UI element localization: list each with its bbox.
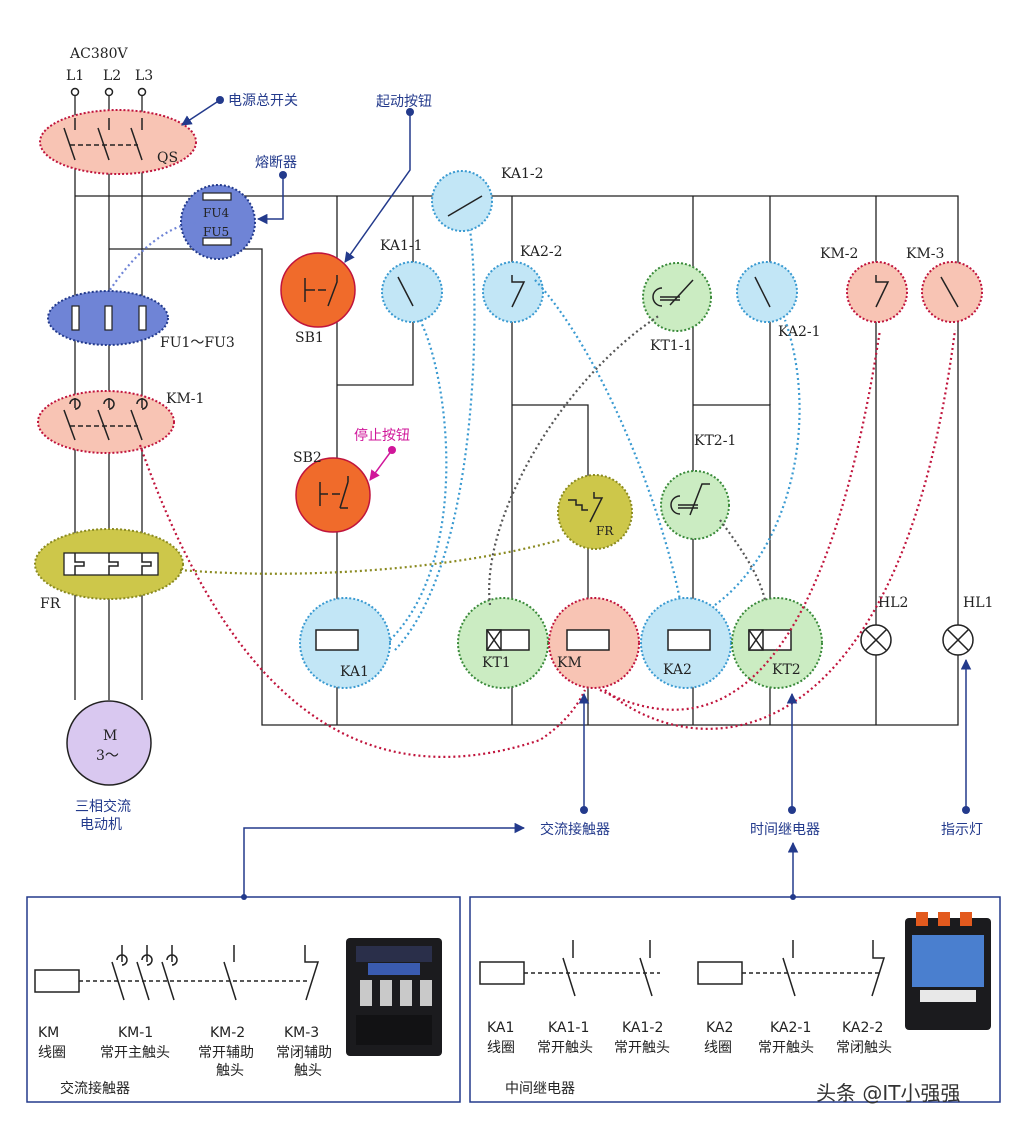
kt1-1-contact bbox=[642, 262, 712, 332]
callout-stop-button: 停止按钮 bbox=[354, 427, 410, 444]
phase-terminals bbox=[70, 87, 147, 97]
legend-ka1-1-code: KA1-1 bbox=[548, 1020, 589, 1036]
fu1-fu3-fuses bbox=[47, 290, 169, 346]
ka1-2-contact bbox=[431, 170, 493, 232]
ka2-1-label: KA2-1 bbox=[778, 324, 821, 340]
callout-indicator: 指示灯 bbox=[941, 822, 983, 838]
legend-km1-code: KM-1 bbox=[118, 1025, 153, 1041]
legend-ka1-2-code: KA1-2 bbox=[622, 1020, 663, 1036]
fr-main-label: FR bbox=[40, 596, 61, 612]
legend-km2-desc2: 触头 bbox=[216, 1063, 244, 1079]
kt2-1-contact bbox=[660, 470, 730, 540]
legend-ka1-code: KA1 bbox=[487, 1020, 514, 1036]
callout-main-switch: 电源总开关 bbox=[228, 93, 298, 109]
fu4-fu5-fuses bbox=[180, 184, 256, 260]
fu4-label: FU4 bbox=[203, 206, 229, 220]
qs-main-switch bbox=[39, 109, 197, 175]
callout-contactor: 交流接触器 bbox=[540, 821, 610, 838]
motor-m-label: M bbox=[103, 728, 117, 744]
legend-km3-code: KM-3 bbox=[284, 1025, 319, 1041]
legend-ka2-code: KA2 bbox=[706, 1020, 733, 1036]
motor-name-line1: 三相交流 bbox=[75, 798, 131, 815]
callout-start-button: 起动按钮 bbox=[376, 94, 432, 110]
contactor-photo bbox=[346, 938, 442, 1056]
fr-contact-label: FR bbox=[596, 524, 614, 538]
kt1-coil-label: KT1 bbox=[482, 655, 511, 671]
legend-ka1-1-desc: 常开触头 bbox=[537, 1040, 593, 1056]
hl1-label: HL1 bbox=[963, 595, 993, 611]
legend-relay-symbols bbox=[479, 940, 886, 997]
km2-contact bbox=[846, 261, 908, 323]
ka1-coil-label: KA1 bbox=[340, 664, 369, 680]
legend-km3-desc2: 触头 bbox=[294, 1063, 322, 1079]
stop-button-arrow bbox=[369, 449, 393, 481]
sb1-label: SB1 bbox=[295, 330, 324, 346]
sb1-start-button bbox=[280, 252, 356, 328]
ka1-1-contact bbox=[381, 261, 443, 323]
hl2-lamp bbox=[860, 624, 892, 656]
legend-contactor-title: 交流接触器 bbox=[60, 1080, 130, 1097]
phase-l1: L1 bbox=[66, 68, 84, 84]
legend-ka2-2-desc: 常闭触头 bbox=[836, 1040, 892, 1056]
ka2-2-label: KA2-2 bbox=[520, 244, 563, 260]
legend-km3-desc1: 常闭辅助 bbox=[276, 1045, 332, 1061]
legend-ka2-2-code: KA2-2 bbox=[842, 1020, 883, 1036]
km-coil bbox=[548, 597, 640, 689]
ka1-1-label: KA1-1 bbox=[380, 238, 423, 254]
km-coil-label: KM bbox=[557, 655, 582, 671]
callout-time-relay: 时间继电器 bbox=[750, 822, 820, 838]
legend-contactor-box bbox=[26, 896, 461, 1103]
kt2-coil bbox=[731, 597, 823, 689]
callout-arrows bbox=[181, 99, 972, 897]
phase-l3: L3 bbox=[135, 68, 153, 84]
kt2-1-label: KT2-1 bbox=[694, 433, 736, 449]
fr-thermal-relay bbox=[34, 528, 184, 600]
legend-ka2-1-desc: 常开触头 bbox=[758, 1040, 814, 1056]
km1-label: KM-1 bbox=[166, 391, 204, 407]
fu5-label: FU5 bbox=[203, 225, 229, 239]
legend-km1-desc: 常开主触头 bbox=[100, 1045, 170, 1061]
ka2-coil-label: KA2 bbox=[663, 662, 692, 678]
legend-km2-code: KM-2 bbox=[210, 1025, 245, 1041]
sb2-label: SB2 bbox=[293, 450, 322, 466]
ka1-coil bbox=[299, 597, 391, 689]
hl1-lamp bbox=[942, 624, 974, 656]
kt1-1-label: KT1-1 bbox=[650, 338, 692, 354]
ka2-1-contact bbox=[736, 261, 798, 323]
km3-contact bbox=[921, 261, 983, 323]
legend-relay-title: 中间继电器 bbox=[505, 1081, 575, 1097]
sb2-stop-button bbox=[295, 457, 371, 533]
legend-contactor-symbols bbox=[34, 945, 320, 1001]
kt2-coil-label: KT2 bbox=[772, 662, 801, 678]
legend-relay-box bbox=[469, 896, 1001, 1103]
legend-ka1-desc: 线圈 bbox=[487, 1040, 515, 1056]
legend-km-desc: 线圈 bbox=[38, 1045, 66, 1061]
ka2-2-contact bbox=[482, 261, 544, 323]
fr-contact bbox=[557, 474, 633, 550]
association-curves bbox=[109, 222, 957, 758]
supply-voltage: AC380V bbox=[69, 46, 129, 62]
legend-ka2-1-code: KA2-1 bbox=[770, 1020, 811, 1036]
ka1-2-label: KA1-2 bbox=[501, 166, 544, 182]
motor-name-line2: 电动机 bbox=[80, 817, 122, 833]
motor-phase-label: 3～ bbox=[96, 748, 119, 764]
legend-km-code: KM bbox=[38, 1025, 59, 1041]
qs-label: QS bbox=[157, 150, 178, 166]
legend-ka2-desc: 线圈 bbox=[704, 1040, 732, 1056]
phase-l2: L2 bbox=[103, 68, 121, 84]
legend-ka1-2-desc: 常开触头 bbox=[614, 1040, 670, 1056]
fu1-fu3-label: FU1～FU3 bbox=[160, 335, 235, 351]
hl2-label: HL2 bbox=[878, 595, 908, 611]
motor bbox=[66, 700, 152, 786]
legend-km2-desc1: 常开辅助 bbox=[198, 1045, 254, 1061]
watermark: 头条 @IT小强强 bbox=[816, 1081, 960, 1105]
relay-photo bbox=[905, 912, 991, 1030]
callout-fuse: 熔断器 bbox=[255, 155, 297, 171]
kt1-coil bbox=[457, 597, 549, 689]
km2-label: KM-2 bbox=[820, 246, 858, 262]
stop-dot bbox=[388, 446, 396, 454]
km3-label: KM-3 bbox=[906, 246, 944, 262]
km1-main-contacts bbox=[37, 390, 175, 454]
